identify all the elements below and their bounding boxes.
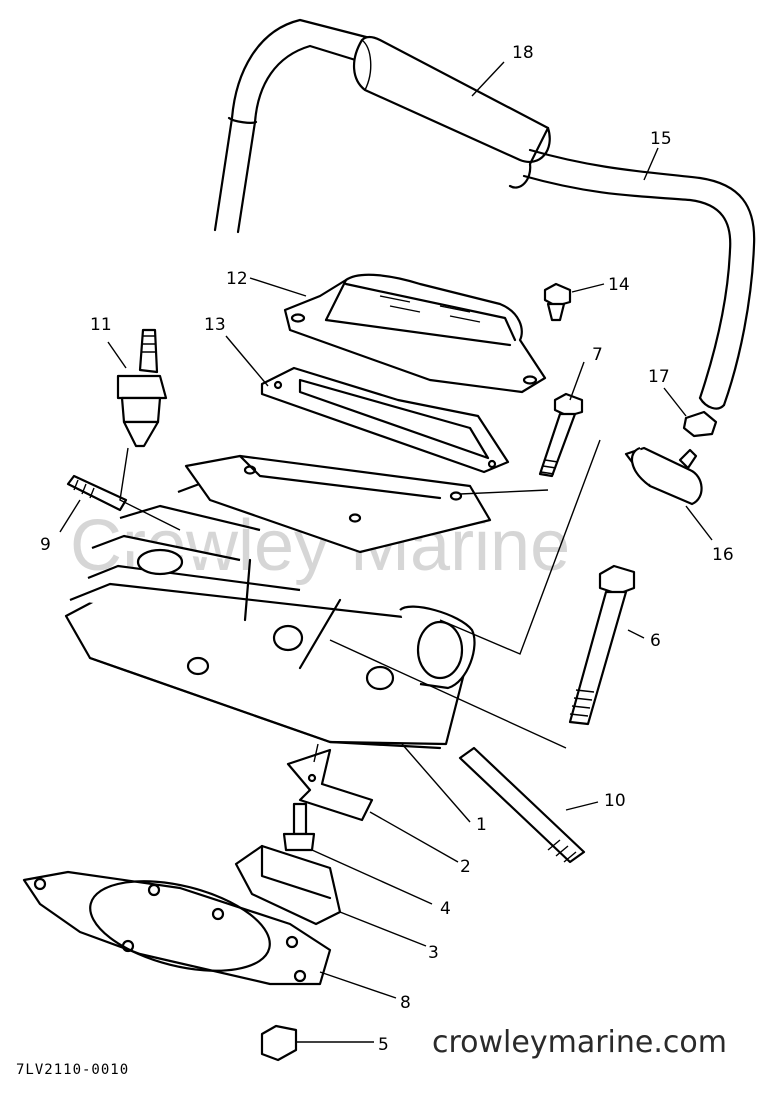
leader-lines xyxy=(59,61,713,1043)
callout-7: 7 xyxy=(592,345,603,365)
part-8-head-gasket[interactable] xyxy=(22,865,332,987)
callout-17: 17 xyxy=(648,367,670,387)
callout-5: 5 xyxy=(378,1035,389,1055)
callout-16: 16 xyxy=(712,545,734,565)
part-11-spark-plug[interactable] xyxy=(116,328,168,448)
callout-15: 15 xyxy=(650,129,672,149)
part-7-bolt[interactable] xyxy=(538,392,584,478)
callout-13: 13 xyxy=(204,315,226,335)
callout-6: 6 xyxy=(650,631,661,651)
part-1-cylinder-head[interactable] xyxy=(64,454,492,750)
part-16-fitting[interactable] xyxy=(624,446,703,506)
part-5-dowel[interactable] xyxy=(260,1024,298,1062)
callout-10: 10 xyxy=(604,791,626,811)
part-10-stud[interactable] xyxy=(458,746,586,864)
part-18-hose[interactable] xyxy=(213,18,551,234)
part-14-bolt[interactable] xyxy=(543,282,572,322)
callout-8: 8 xyxy=(400,993,411,1013)
part-2-bracket[interactable] xyxy=(286,748,374,822)
part-17-clamp[interactable] xyxy=(682,410,718,438)
callout-12: 12 xyxy=(226,269,248,289)
callout-18: 18 xyxy=(512,43,534,63)
part-12-head-cover[interactable] xyxy=(283,273,547,394)
callout-14: 14 xyxy=(608,275,630,295)
callout-11: 11 xyxy=(90,315,112,335)
callouts: 18 15 12 13 14 7 11 17 9 16 6 10 1 2 4 3… xyxy=(40,43,734,1055)
part-4-bolt[interactable] xyxy=(282,802,316,852)
callout-2: 2 xyxy=(460,857,471,877)
part-13-gasket[interactable] xyxy=(260,366,510,474)
drawing-code: 7LV2110-0010 xyxy=(16,1062,129,1078)
callout-4: 4 xyxy=(440,899,451,919)
callout-1: 1 xyxy=(476,815,487,835)
callout-9: 9 xyxy=(40,535,51,555)
part-6-bolt[interactable] xyxy=(568,564,636,726)
site-watermark: crowleymarine.com xyxy=(432,1025,727,1060)
part-15-water-hose[interactable] xyxy=(522,148,756,410)
part-9-stud[interactable] xyxy=(66,474,128,512)
callout-3: 3 xyxy=(428,943,439,963)
